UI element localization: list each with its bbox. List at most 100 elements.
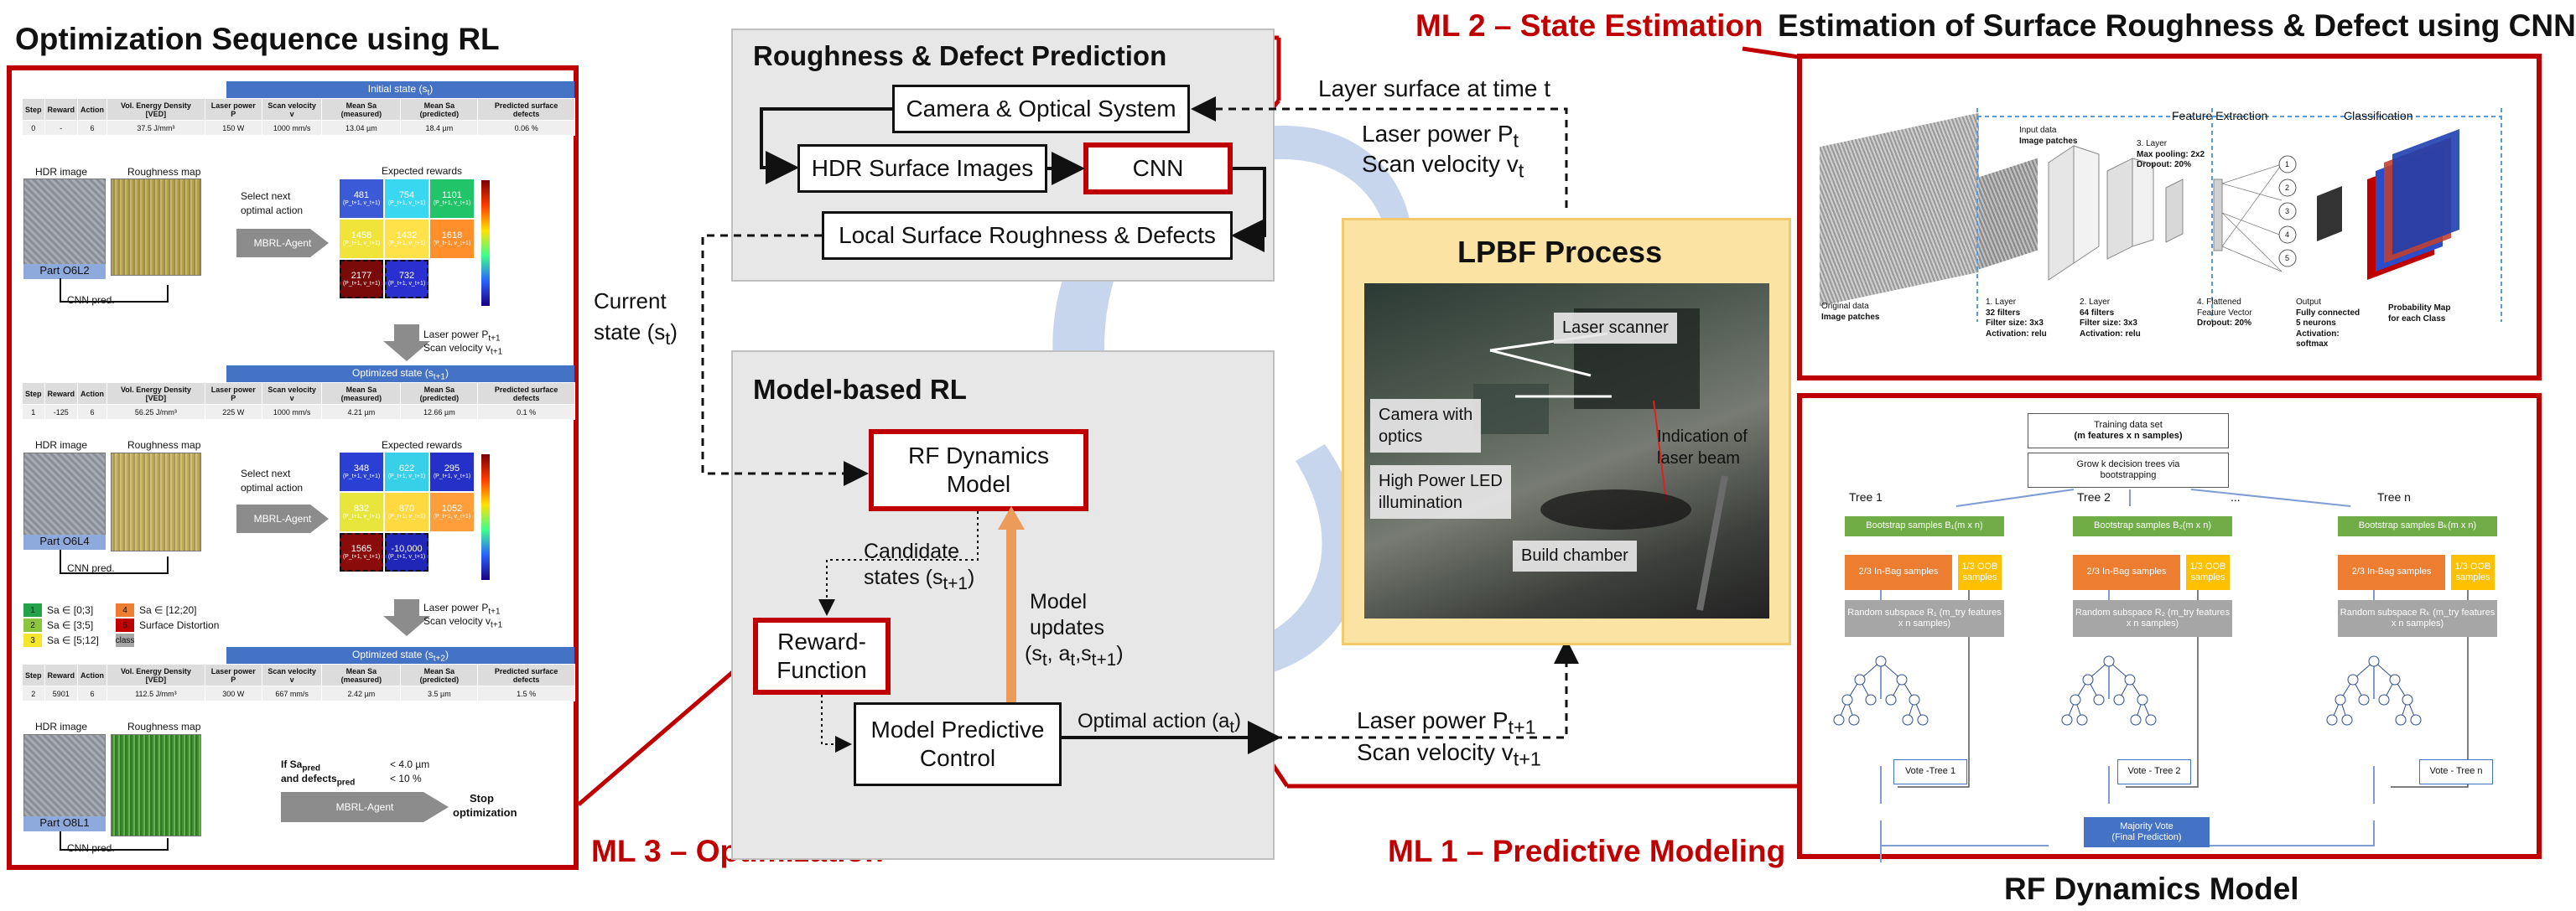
- cnn-pred-label-3: CNN pred.: [67, 842, 115, 854]
- tree-node: [1902, 714, 1914, 726]
- title-ml2: ML 2 – State Estimation: [1415, 8, 1763, 43]
- reward-cell: 2177(P_t+1, v_t+1): [340, 260, 383, 298]
- roughness-map-3: [111, 734, 201, 836]
- tree-1-label: Tree 1: [1849, 490, 1883, 504]
- legend-swatch: 2: [23, 619, 42, 632]
- table-cell: 0: [22, 120, 45, 136]
- table-cell: 1.5 %: [477, 686, 575, 701]
- candidate-states-label-2: states (st+1): [864, 566, 975, 593]
- legend-swatch: 3: [23, 634, 42, 647]
- table-header-cell: Mean Sa (measured): [321, 382, 402, 405]
- oob-box-2: 1/3 OOB samples: [2186, 555, 2230, 590]
- lpbf-title: LPBF Process: [1457, 235, 1663, 269]
- tree-node: [2334, 694, 2346, 706]
- current-state-label-2: state (st): [594, 319, 678, 349]
- bootstrap-box-2: Bootstrap samples B₂(m x n): [2073, 516, 2232, 536]
- roughness-defect-header: Roughness & Defect Prediction: [753, 40, 1167, 71]
- tree-node: [2395, 714, 2407, 726]
- table-header-cell: Laser power P: [204, 382, 262, 405]
- vote-box-2: Vote - Tree 2: [2117, 759, 2191, 784]
- cnn-pred-label-2: CNN pred.: [67, 562, 115, 574]
- arrow1-label-a: Laser power Pt+1: [423, 329, 501, 344]
- scan-velocity-t1-label: Scan velocity vt+1: [1357, 739, 1541, 770]
- table-cell: 0.1 %: [477, 404, 575, 420]
- tree-node: [2061, 714, 2073, 726]
- tree-node: [1909, 694, 1920, 706]
- table-cell: 225 W: [204, 404, 262, 420]
- table-cell: 6: [77, 404, 108, 420]
- legend-swatch: 4: [116, 603, 134, 617]
- table-cell: 56.25 J/mm³: [106, 404, 205, 420]
- legend-label: Surface Distortion: [139, 619, 220, 631]
- table-cell: 13.04 µm: [321, 120, 402, 136]
- subspace-box-1: Random subspace R₁ (m_try features x n s…: [1845, 600, 2004, 637]
- select-next-2b: optimal action: [241, 482, 304, 494]
- reward-cell: 348(P_t+1, v_t+1): [340, 453, 383, 491]
- reward-cell: 1565(P_t+1, v_t+1): [340, 533, 383, 572]
- bootstrap-box-1: Bootstrap samples B₁(m x n): [1845, 516, 2004, 536]
- select-next-1: Select next: [241, 190, 291, 202]
- expected-rewards-1: Expected rewards: [382, 165, 463, 177]
- tree-node: [1875, 655, 1887, 667]
- tree-node: [2326, 714, 2338, 726]
- mbrl-agent-arrow-1: MBRL-Agent: [236, 229, 329, 257]
- and-defects-label: and defectspred: [281, 773, 356, 788]
- title-optimization-sequence: Optimization Sequence using RL: [15, 22, 500, 56]
- ml3-connector: [577, 648, 761, 806]
- part-label-2: Part O6L4: [23, 535, 106, 550]
- inbag-box-n: 2/3 In-Bag samples: [2338, 555, 2445, 590]
- select-next-1b: optimal action: [241, 204, 304, 216]
- reward-cell: 1101(P_t+1, v_t+1): [430, 179, 474, 218]
- roughness-map-label: Roughness map: [127, 166, 201, 178]
- tree-node: [1885, 694, 1897, 706]
- table-header-cell: Scan velocity v: [261, 98, 323, 121]
- table-header-cell: Predicted surface defects: [477, 98, 575, 121]
- tree-node: [2103, 655, 2115, 667]
- legend-swatch: 5: [116, 619, 134, 632]
- tree-node: [2076, 714, 2088, 726]
- colorbar-1: [481, 180, 490, 306]
- table-cell: 5901: [44, 686, 79, 701]
- down-arrow-1: [383, 324, 430, 361]
- vote-box-n: Vote - Tree n: [2419, 759, 2493, 784]
- svg-text:2: 2: [2285, 184, 2289, 192]
- mbrl-agent-arrow-2: MBRL-Agent: [236, 505, 329, 533]
- if-sa-label: If Sapred: [281, 758, 321, 774]
- legend-swatch: 1: [23, 603, 42, 617]
- tree-node: [2368, 655, 2380, 667]
- table-header-cell: Step: [22, 382, 45, 405]
- title-rf-dynamics-model: RF Dynamics Model: [2004, 872, 2299, 906]
- reward-cell: 1052(P_t+1, v_t+1): [430, 493, 474, 531]
- majority-vote-box: Majority Vote(Final Prediction): [2084, 817, 2210, 847]
- table-header-cell: Mean Sa (predicted): [400, 664, 479, 686]
- table-header-cell: Action: [77, 98, 108, 121]
- tree-node: [2410, 714, 2422, 726]
- table-cell: 1000 mm/s: [261, 404, 323, 420]
- tree-node: [2378, 694, 2390, 706]
- table-cell: 18.4 µm: [400, 120, 479, 136]
- bootstrap-box-n: Bootstrap samples Bₖ(m x n): [2338, 516, 2497, 536]
- tree-node: [2093, 694, 2105, 706]
- tree-node: [1841, 694, 1853, 706]
- reward-cell: [430, 260, 474, 298]
- cnn-pred-label-1: CNN pred.: [67, 294, 115, 306]
- arrow1-label-b: Scan velocity vt+1: [423, 342, 503, 357]
- hdr-image-label-2: HDR image: [35, 439, 88, 451]
- table-cell: 37.5 J/mm³: [106, 120, 205, 136]
- stop-label: Stop: [470, 792, 494, 805]
- title-ml1: ML 1 – Predictive Modeling: [1388, 834, 1786, 868]
- tree-node: [2137, 694, 2148, 706]
- table-cell: 2: [22, 686, 45, 701]
- oob-box-1: 1/3 OOB samples: [1958, 555, 2002, 590]
- table-header-cell: Step: [22, 664, 45, 686]
- table-cell: -125: [44, 404, 79, 420]
